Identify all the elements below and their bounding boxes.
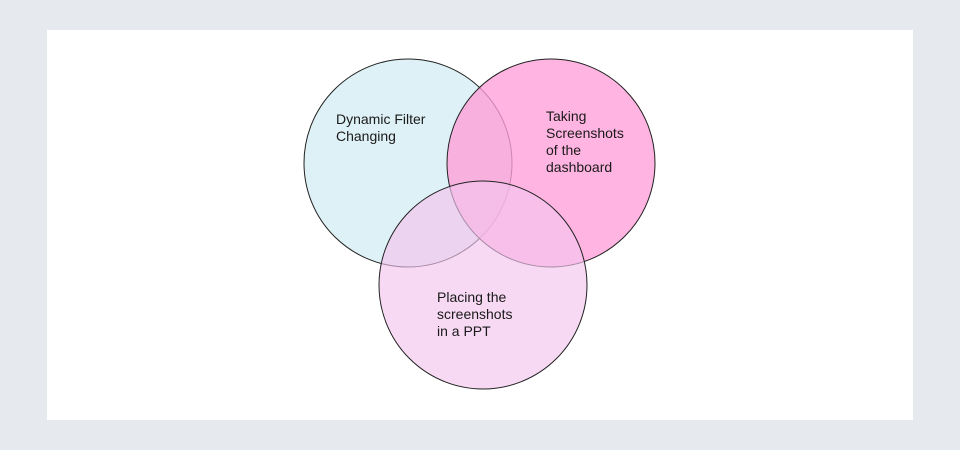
label-line: dashboard [546, 159, 612, 175]
label-line: Screenshots [546, 125, 624, 141]
label-screenshots: Taking Screenshots of the dashboard [546, 108, 628, 175]
diagram-panel: Dynamic Filter Changing Taking Screensho… [47, 30, 913, 420]
circle-ppt [378, 180, 588, 390]
label-ppt: Placing the screenshots in a PPT [437, 289, 516, 339]
label-line: Placing the [437, 289, 506, 305]
label-line: screenshots [437, 306, 512, 322]
label-line: Taking [546, 108, 586, 124]
label-line: Changing [336, 128, 396, 144]
venn-diagram: Dynamic Filter Changing Taking Screensho… [303, 58, 656, 390]
label-line: Dynamic Filter [336, 111, 426, 127]
label-line: of the [546, 142, 581, 158]
label-dynamic-filter: Dynamic Filter Changing [336, 111, 429, 144]
label-line: in a PPT [437, 323, 491, 339]
